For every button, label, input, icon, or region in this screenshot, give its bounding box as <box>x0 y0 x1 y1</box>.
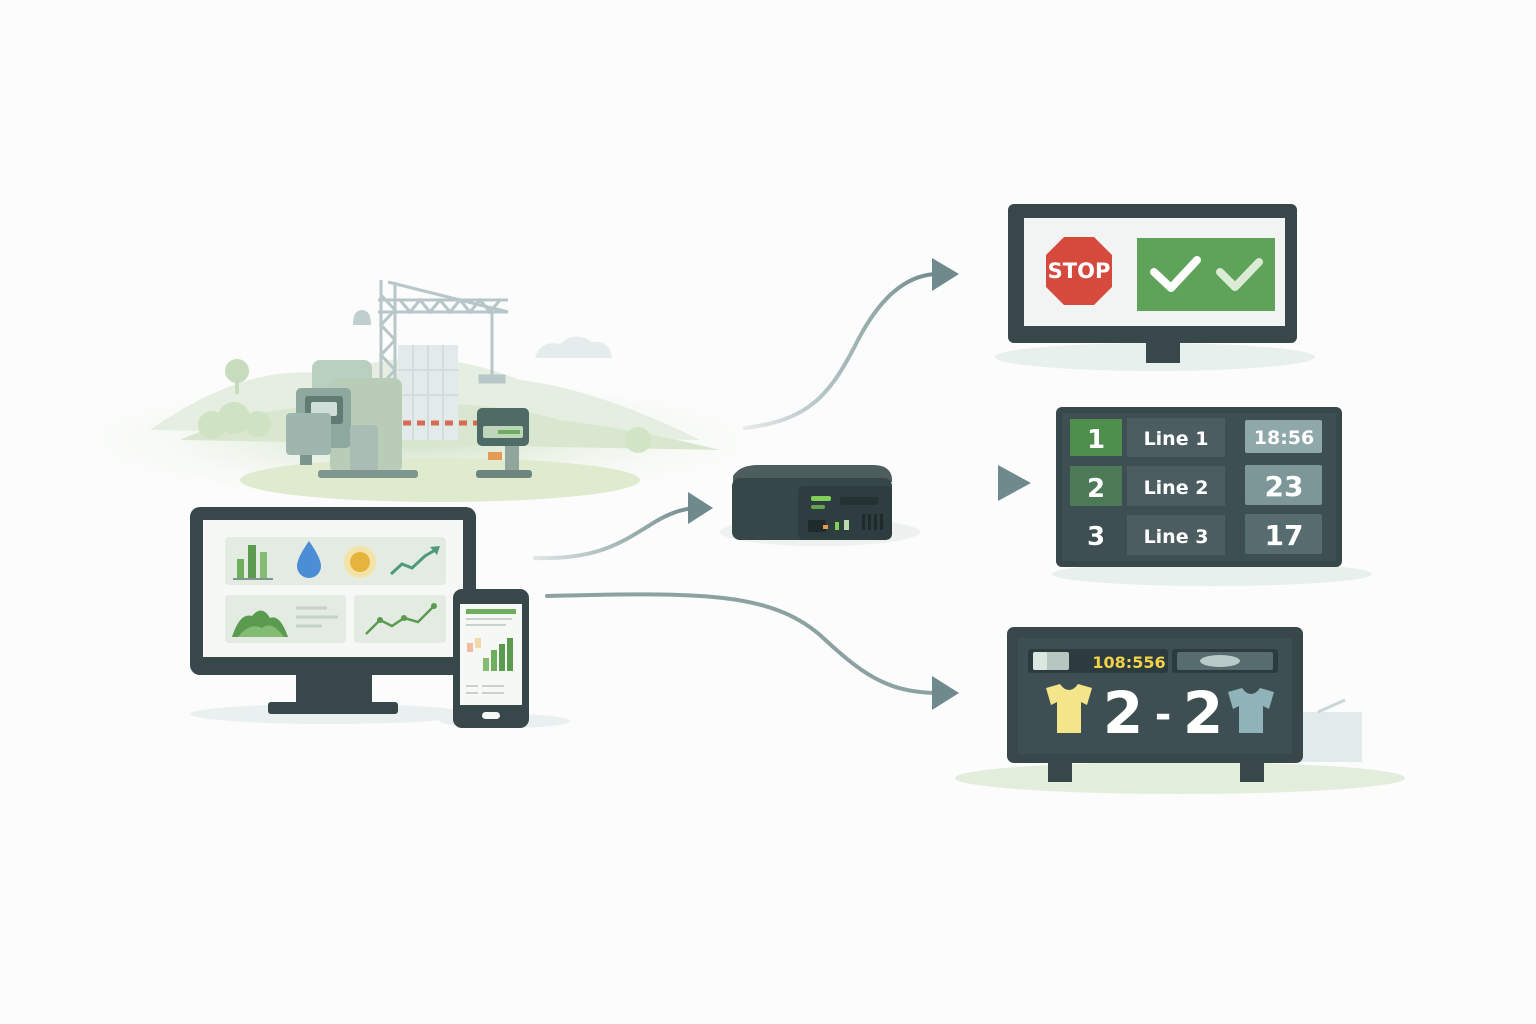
check-icon <box>1150 256 1201 292</box>
dashboard-widget-row <box>225 537 446 585</box>
arrowhead <box>998 465 1031 501</box>
scoreboard-timer: 108:556 <box>1092 653 1165 672</box>
arrowhead <box>688 492 713 524</box>
monitor-neck <box>296 675 372 703</box>
monitor-base <box>268 702 398 714</box>
row-number: 2 <box>1087 474 1105 504</box>
gateway-top <box>733 465 892 482</box>
row-value: 17 <box>1265 519 1304 552</box>
stop-sign-icon: STOP <box>1046 237 1112 305</box>
queue-display-board: 1 Line 1 18:56 2 Line 2 23 3 Line 3 17 <box>1052 407 1372 586</box>
row-number: 1 <box>1087 425 1105 455</box>
data-flow-arrows <box>533 258 1031 710</box>
row-value: 18:56 <box>1254 427 1314 449</box>
gateway-vents <box>862 514 883 530</box>
cloud-icon <box>535 336 612 358</box>
row-label: Line 1 <box>1144 428 1209 450</box>
arrow-devices-to-scoreboard <box>545 592 937 695</box>
gas-meter-icon <box>286 360 418 478</box>
queue-row: 3 Line 3 17 <box>1070 514 1322 555</box>
shirt-icon <box>1228 688 1274 733</box>
bench-shape <box>1300 712 1362 762</box>
away-score: 2 <box>1183 679 1223 747</box>
home-score: 2 <box>1103 679 1143 747</box>
dashboard-monitor <box>190 507 476 724</box>
traffic-sign-display: STOP <box>995 204 1315 371</box>
gateway-status-led <box>811 496 831 501</box>
arrowhead <box>932 258 959 291</box>
arrow-scene-to-sign <box>743 272 937 430</box>
check-icon <box>1216 258 1263 291</box>
arrowhead <box>932 676 959 710</box>
tree-icon <box>198 402 271 439</box>
bar-chart-icon <box>467 638 513 671</box>
tree-icon <box>225 359 249 383</box>
building-icon <box>398 345 458 440</box>
row-value: 23 <box>1265 470 1304 503</box>
score-separator: - <box>1155 692 1172 738</box>
silo-icon <box>353 310 371 325</box>
trend-line-icon <box>389 547 438 576</box>
stop-text: STOP <box>1048 259 1111 283</box>
queue-row: 2 Line 2 23 <box>1070 465 1322 506</box>
ball-indicator-icon <box>1200 655 1240 667</box>
tree-icon <box>625 427 651 453</box>
row-label: Line 3 <box>1144 526 1209 548</box>
queue-row: 1 Line 1 18:56 <box>1070 418 1322 457</box>
sports-scoreboard: 108:556 2 - 2 <box>955 627 1405 794</box>
row-number: 3 <box>1087 522 1105 552</box>
arrow-devices-to-gateway <box>533 506 700 561</box>
bar-chart-icon <box>233 545 273 580</box>
mobile-phone <box>440 589 570 728</box>
construction-crane-icon <box>378 280 509 390</box>
sun-icon <box>344 546 376 578</box>
gateway-port <box>808 520 826 532</box>
water-drop-icon <box>297 541 321 578</box>
shirt-icon <box>1046 684 1092 733</box>
industrial-site-scene <box>90 280 750 502</box>
parking-kiosk-icon <box>476 408 532 478</box>
text-lines-icon <box>296 606 338 628</box>
line-chart-icon <box>365 605 435 635</box>
dashboard-line-widget <box>354 595 446 643</box>
iot-gateway-device <box>720 465 920 546</box>
row-label: Line 2 <box>1144 477 1209 499</box>
phone-home-button <box>482 712 500 719</box>
sign-stand <box>1146 343 1180 363</box>
